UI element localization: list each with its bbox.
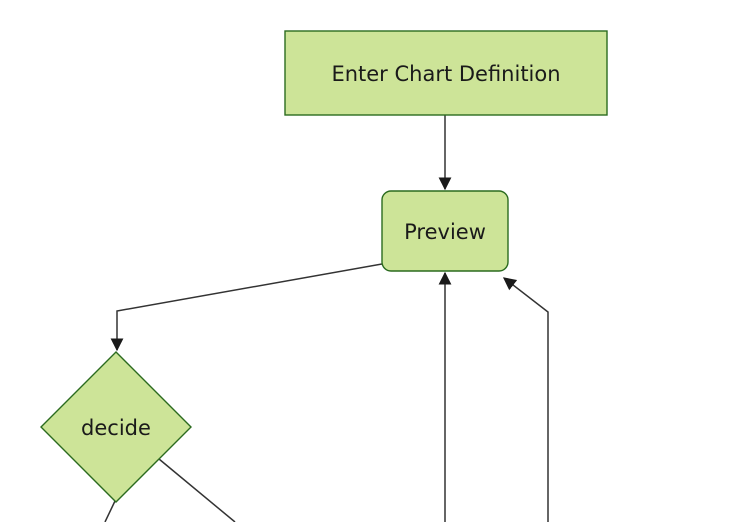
edge-preview-to-decide [110, 263, 383, 352]
node-decide: decide [40, 351, 192, 503]
edge-decide-to-offscreen-right [158, 458, 236, 522]
edge-layer [104, 115, 549, 522]
edge-offscreen-right-to-preview [502, 277, 549, 522]
preview-box [381, 190, 509, 272]
preview-label: Preview [404, 220, 486, 244]
decide-label: decide [81, 416, 151, 440]
enter-chart-definition-label: Enter Chart Definition [331, 62, 560, 86]
node-enter-chart-definition: Enter Chart Definition [284, 30, 608, 116]
enter-chart-definition-box [284, 30, 608, 116]
edge-decide-to-offscreen-left [104, 500, 116, 522]
decide-diamond [40, 351, 192, 503]
node-preview: Preview [381, 190, 509, 272]
